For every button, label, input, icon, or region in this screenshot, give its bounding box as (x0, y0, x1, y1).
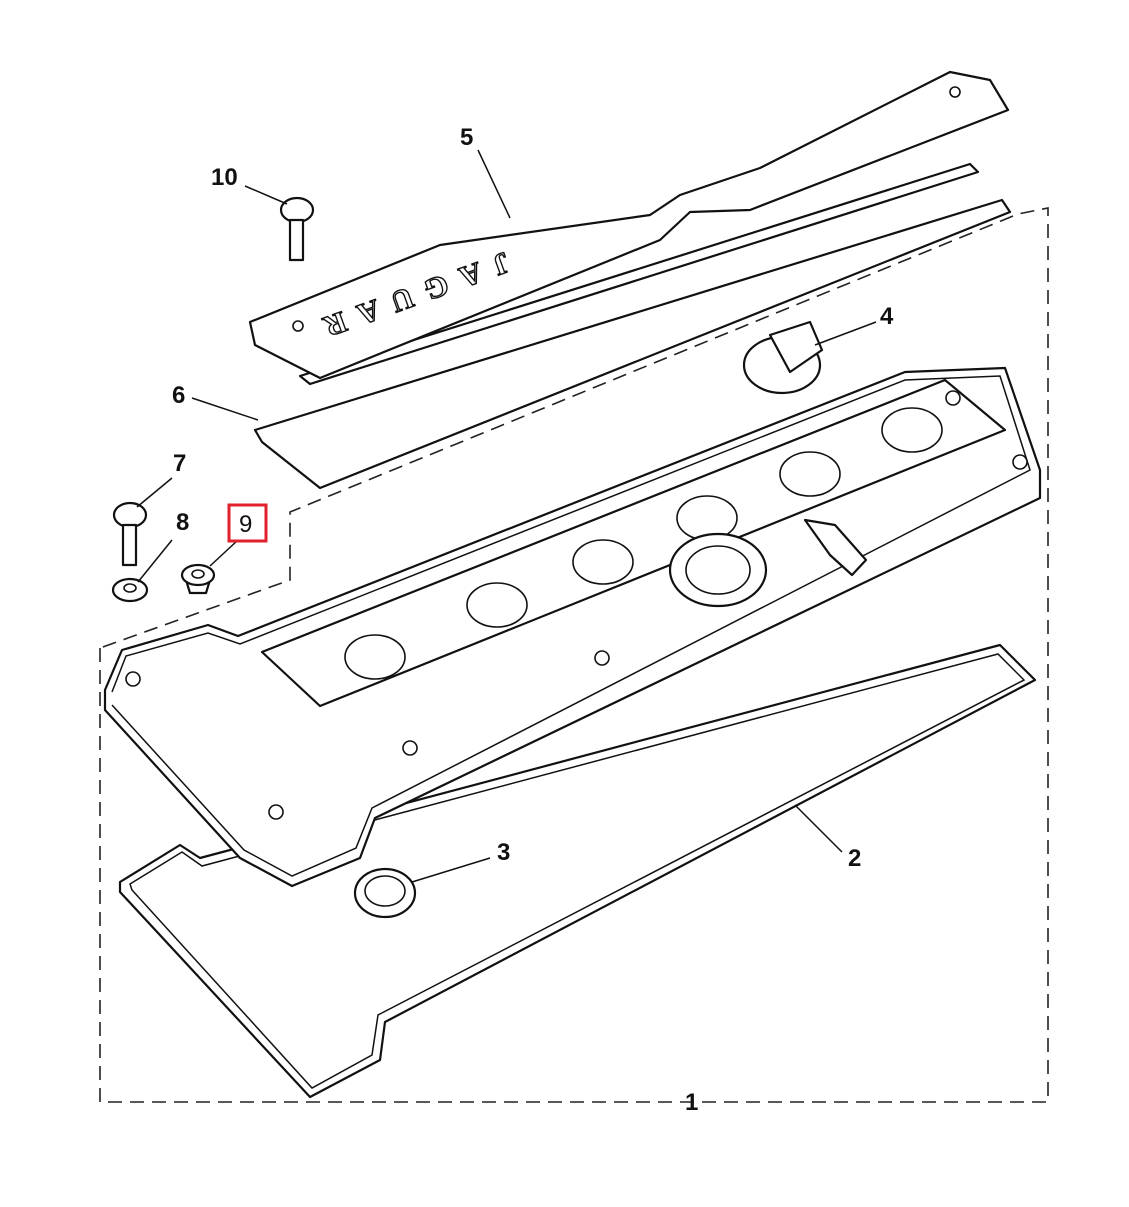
callout-2[interactable]: 2 (848, 845, 861, 872)
bolt-holes (125, 390, 1028, 820)
callout-9[interactable]: 9 (239, 511, 252, 538)
part-10-screw[interactable] (279, 196, 315, 262)
part-9-grommet[interactable] (180, 563, 216, 595)
part-1-cam-cover[interactable] (103, 366, 1042, 888)
callout-6[interactable]: 6 (172, 382, 185, 409)
callout-3[interactable]: 3 (497, 839, 510, 866)
callout-10[interactable]: 10 (211, 164, 238, 191)
callout-4[interactable]: 4 (880, 303, 894, 330)
breather-pipe (803, 518, 868, 577)
part-7-bolt[interactable] (112, 501, 148, 567)
part-3-tube-seal[interactable] (353, 867, 417, 919)
leader-lines (136, 149, 877, 883)
part-2-gasket[interactable] (118, 643, 1037, 1099)
filler-neck (668, 532, 768, 608)
callout-8[interactable]: 8 (176, 509, 189, 536)
callout-5[interactable]: 5 (460, 124, 473, 151)
callout-7[interactable]: 7 (173, 450, 186, 477)
callout-1[interactable]: 1 (685, 1089, 698, 1116)
highlight-box-9 (227, 503, 268, 543)
assembly-boundary (99, 207, 1049, 1103)
spark-plug-holes (344, 407, 943, 680)
part-4-oil-filler-cap[interactable] (742, 320, 824, 395)
part-8-washer[interactable] (111, 577, 149, 603)
part-6-cover-plate-seal[interactable] (253, 162, 1012, 490)
